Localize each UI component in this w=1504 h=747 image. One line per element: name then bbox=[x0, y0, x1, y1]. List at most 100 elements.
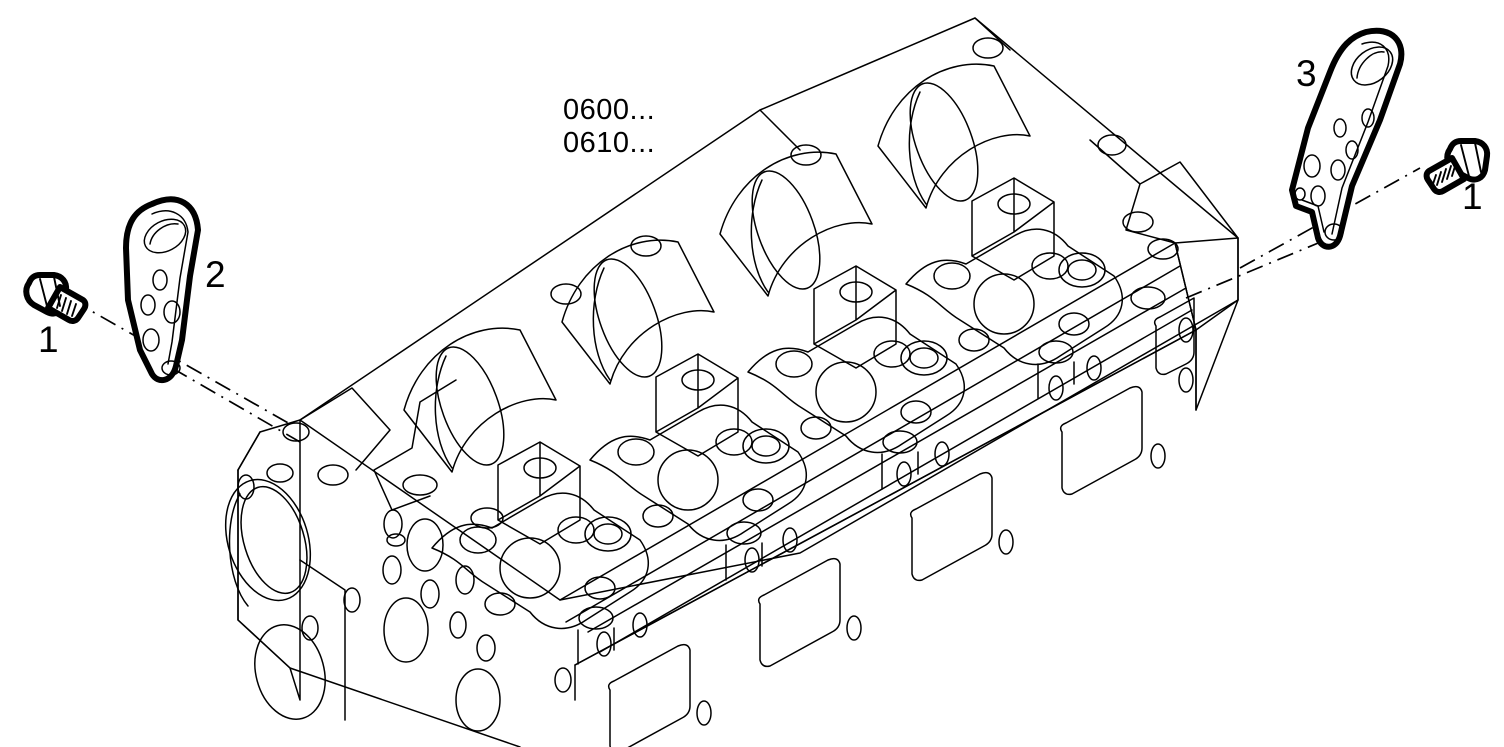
side-hole-12 bbox=[1150, 443, 1166, 469]
cylinder-head-assembly bbox=[224, 17, 1239, 747]
front-bore-lip bbox=[228, 493, 249, 607]
injector-boss-inner-1 bbox=[593, 523, 623, 545]
head-front-face-edge2 bbox=[237, 419, 301, 561]
port-window-4 bbox=[1059, 385, 1143, 496]
bracket-3-body bbox=[1289, 27, 1405, 250]
side-hole-5 bbox=[782, 527, 798, 553]
bolt-1-left[interactable] bbox=[23, 272, 89, 325]
pad-outline-3 bbox=[747, 316, 965, 454]
cam-bore-inner-2 bbox=[592, 267, 611, 381]
side-rail-channel bbox=[587, 287, 1193, 653]
pad-hole-3b bbox=[873, 340, 911, 368]
rear-deck-hole-1 bbox=[1097, 134, 1127, 156]
pad-center-hole-1 bbox=[499, 537, 561, 599]
saddle-bolt-hole-1 bbox=[523, 457, 557, 479]
side-hole-6 bbox=[846, 615, 862, 641]
deck-hole-f bbox=[383, 597, 429, 663]
bracket-3-hole-e bbox=[1330, 159, 1346, 181]
pad-outline-2 bbox=[589, 404, 807, 542]
lower-corner-hole-1 bbox=[343, 587, 361, 613]
port-window-2 bbox=[757, 557, 841, 668]
pad-hole-2a bbox=[617, 438, 655, 466]
group-label-0610: 0610... bbox=[563, 127, 656, 159]
rear-flange-window bbox=[1153, 297, 1195, 376]
bracket-2[interactable] bbox=[123, 196, 201, 384]
front-lower-edge bbox=[299, 559, 346, 721]
pad-hole-4c bbox=[1058, 312, 1090, 336]
cam-bore-ellipse-2 bbox=[593, 258, 663, 378]
front-face-hole-1 bbox=[282, 422, 310, 442]
bracket-3-hole-d bbox=[1303, 154, 1321, 178]
top-deck-margin bbox=[759, 17, 1011, 151]
cam-bore-ellipse-1 bbox=[435, 346, 505, 466]
callout-1-left: 1 bbox=[38, 319, 59, 360]
top-deck-hole-3 bbox=[630, 235, 662, 257]
leader-line-right-lower bbox=[1185, 235, 1336, 299]
pad-outline-4 bbox=[905, 228, 1123, 366]
front-bore-outer bbox=[224, 478, 312, 602]
injector-boss-outer-3 bbox=[900, 340, 948, 376]
front-big-bore-lower bbox=[254, 624, 326, 720]
deck-hole-n bbox=[317, 464, 349, 486]
rear-deck-hole-2 bbox=[1122, 211, 1154, 233]
callout-3: 3 bbox=[1296, 53, 1317, 94]
bracket-2-hole-b bbox=[140, 294, 156, 316]
rail-boss-5 bbox=[1130, 286, 1166, 310]
bracket-3[interactable] bbox=[1289, 27, 1405, 250]
side-hole-8 bbox=[934, 441, 950, 467]
deck-hole-d bbox=[420, 579, 440, 609]
bracket-3-hole-b bbox=[1333, 118, 1347, 138]
pad-hole-4b bbox=[1031, 252, 1069, 280]
rail-boss-step-3 bbox=[881, 451, 919, 490]
port-windows bbox=[607, 385, 1143, 747]
cam-bore-ellipse-3 bbox=[751, 170, 821, 290]
side-hole-2 bbox=[632, 612, 648, 638]
bracket-2-hole-d bbox=[142, 328, 160, 352]
injector-pad-4 bbox=[905, 228, 1123, 366]
side-hole-14 bbox=[1178, 317, 1194, 343]
bracket-3-inner-edge bbox=[1331, 41, 1390, 235]
rail-boss-step-2 bbox=[725, 542, 763, 581]
leader-line-left-lower bbox=[171, 367, 301, 443]
port-window-1 bbox=[607, 643, 691, 747]
rail-boss-step-4 bbox=[1037, 361, 1075, 399]
top-deck-hole-4 bbox=[550, 283, 582, 305]
side-hole-9 bbox=[998, 529, 1014, 555]
cam-saddle-group-3 bbox=[719, 151, 897, 369]
saddle-block-1 bbox=[497, 441, 581, 545]
pad-hole-2c bbox=[742, 488, 774, 512]
bolt-1-right[interactable] bbox=[1423, 138, 1491, 196]
bracket-3-hole-a bbox=[1361, 108, 1375, 128]
pad-hole-1b bbox=[557, 516, 595, 544]
side-hole-13 bbox=[1178, 367, 1194, 393]
side-hole-11 bbox=[1086, 355, 1102, 381]
deck-hole-i bbox=[476, 634, 496, 662]
cam-bore-arch-4 bbox=[877, 63, 1031, 209]
pad-center-hole-3 bbox=[815, 361, 877, 423]
rear-end-face-edge bbox=[1174, 242, 1239, 331]
bracket-2-main-hole-inner bbox=[149, 223, 179, 245]
front-inner-rib bbox=[373, 379, 457, 511]
leader-lines bbox=[71, 167, 1421, 443]
bolt-right-head-facet-1 bbox=[1460, 144, 1470, 177]
bracket-2-hole-c bbox=[163, 300, 181, 324]
bolt-right-head-facet-2 bbox=[1474, 142, 1482, 173]
pad-hole-3c bbox=[900, 400, 932, 424]
pad-hole-3a bbox=[775, 350, 813, 378]
bracket-3-main-hole-inner bbox=[1356, 51, 1385, 79]
callout-2: 2 bbox=[205, 254, 226, 295]
injector-boss-inner-4 bbox=[1067, 259, 1097, 281]
rail-boss-step-1 bbox=[577, 627, 615, 665]
pad-hole-1d bbox=[484, 592, 516, 616]
front-face-hole-2 bbox=[266, 463, 294, 483]
rear-end-face bbox=[1174, 237, 1239, 411]
rail-boss-2 bbox=[726, 521, 762, 545]
cam-saddle-group-4 bbox=[877, 63, 1055, 281]
bracket-2-hole-a bbox=[152, 269, 168, 291]
cam-bore-inner-4 bbox=[908, 91, 927, 205]
front-face-hole-3 bbox=[237, 474, 255, 500]
injector-boss-inner-3 bbox=[909, 347, 939, 369]
pad-hole-4d bbox=[958, 328, 990, 352]
pad-center-hole-2 bbox=[657, 449, 719, 511]
